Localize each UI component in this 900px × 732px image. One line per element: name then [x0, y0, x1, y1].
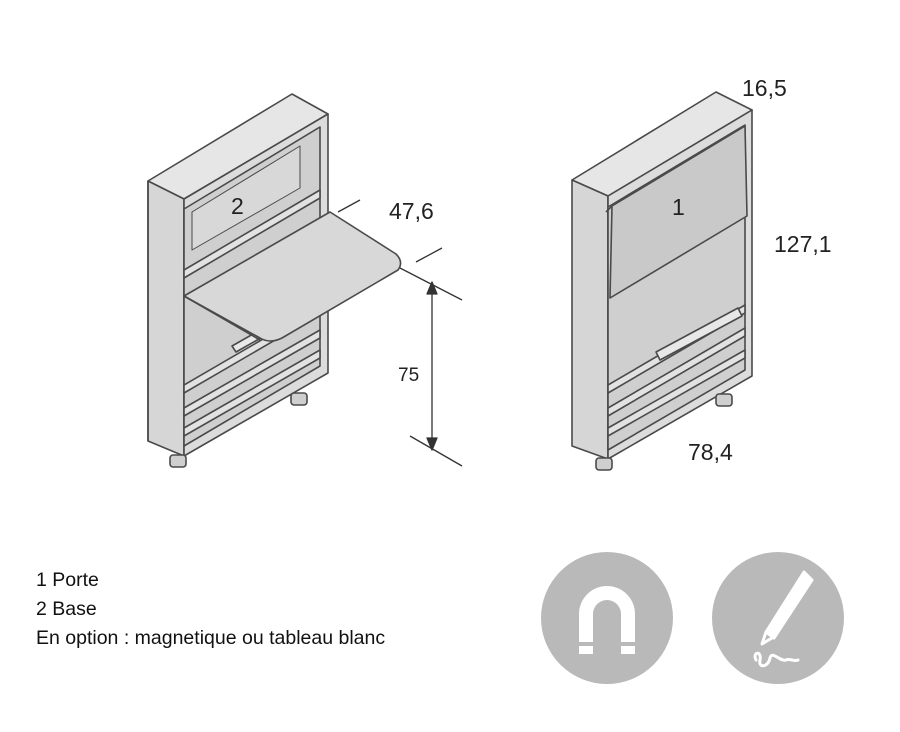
dimension-lines-left — [337, 199, 463, 467]
base-number-label: 2 — [231, 193, 244, 219]
table-height-dimension: 75 — [398, 365, 419, 386]
open-cabinet-drawing — [147, 93, 402, 468]
whiteboard-option-badge — [712, 552, 844, 684]
magnet-option-badge — [541, 552, 673, 684]
legend-item-base: 2 Base — [36, 598, 97, 620]
height-dimension: 127,1 — [774, 231, 832, 257]
door-number-label: 1 — [672, 194, 685, 220]
magnet-icon — [579, 586, 635, 654]
depth-open-dimension: 47,6 — [389, 198, 434, 224]
legend-option: En option : magnetique ou tableau blanc — [36, 627, 386, 649]
closed-cabinet-drawing — [571, 91, 753, 471]
legend: 1 Porte 2 Base En option : magnetique ou… — [36, 566, 385, 653]
width-dimension: 78,4 — [688, 439, 733, 465]
depth-dimension: 16,5 — [742, 75, 787, 101]
marker-pen-icon — [753, 570, 814, 668]
legend-item-door: 1 Porte — [36, 569, 99, 591]
